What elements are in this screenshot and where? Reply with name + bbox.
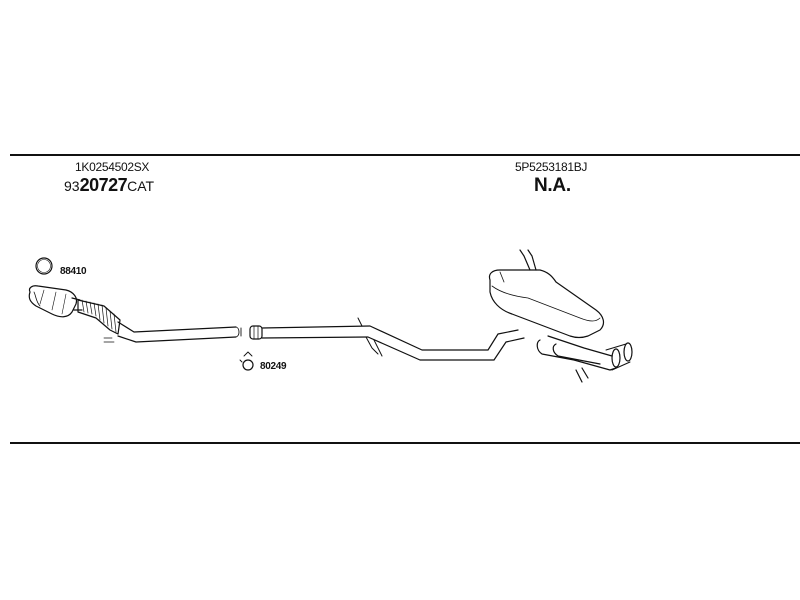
flex-pipe: [77, 299, 121, 343]
gasket-ring-icon: [35, 257, 53, 275]
bottom-divider: [10, 442, 800, 444]
gasket-ref: 88410: [60, 266, 87, 277]
clamp-ref: 80249: [260, 361, 287, 372]
twin-tailpipe: [536, 335, 633, 371]
front-part-number-prefix: 93: [64, 178, 80, 194]
catalytic-converter: [28, 285, 83, 318]
front-part-number-suffix: CAT: [127, 178, 155, 194]
top-divider: [10, 154, 800, 156]
front-part-number-main: 20727: [79, 175, 128, 195]
rear-part-code: 5P5253181BJ: [515, 160, 588, 174]
rear-muffler: [488, 249, 605, 383]
front-part-code: 1K0254502SX: [75, 160, 150, 174]
pipe-clamp: [249, 325, 263, 340]
clamp-icon: [239, 351, 254, 371]
middle-pipe: [261, 317, 525, 361]
front-pipe: [117, 321, 242, 343]
front-part-number: 9320727CAT: [64, 176, 154, 196]
rear-part-status: N.A.: [534, 175, 571, 196]
